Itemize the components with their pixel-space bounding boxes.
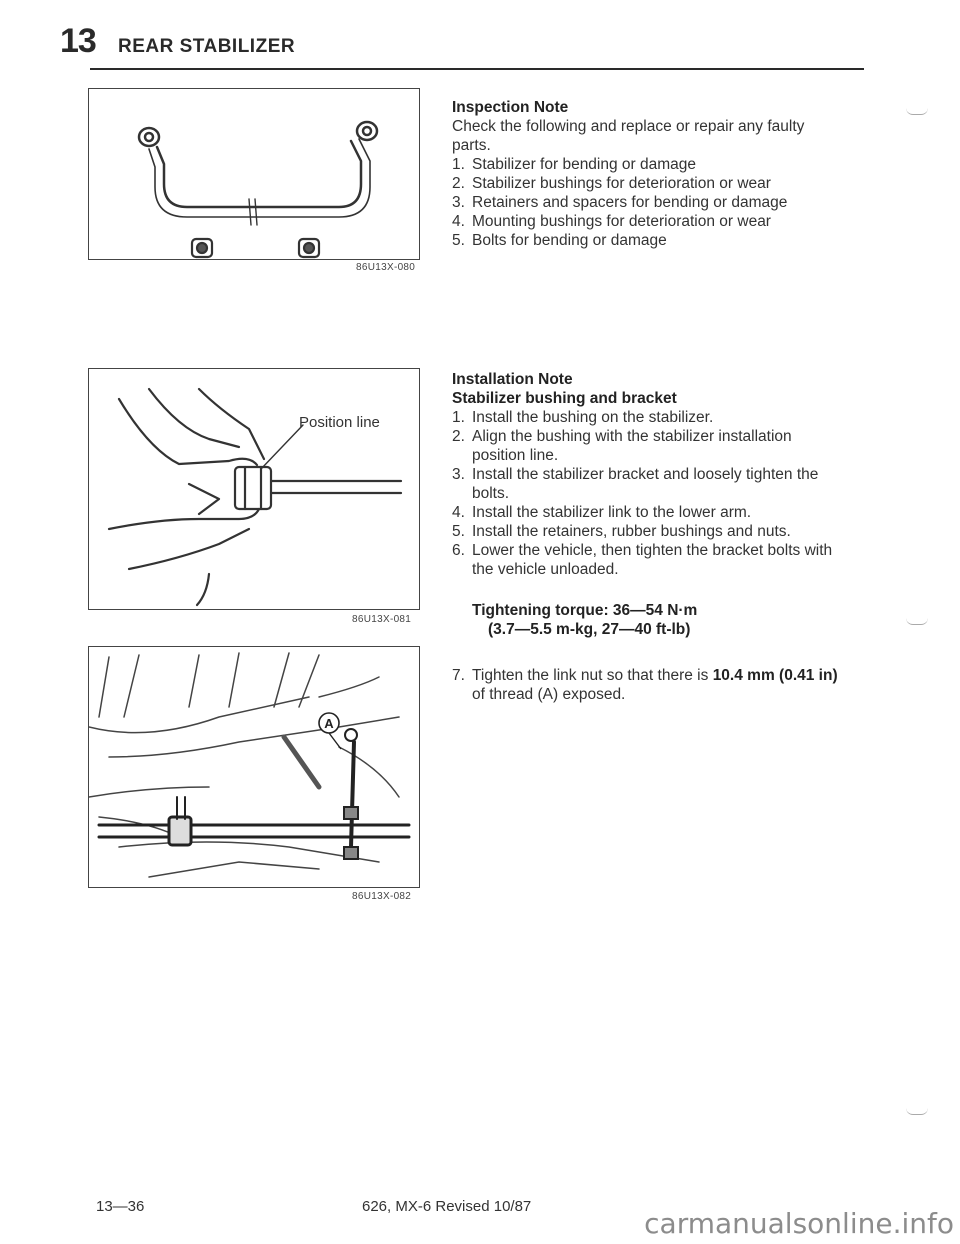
list-item: 7.Tighten the link nut so that there is … [452, 667, 838, 703]
list-item: 4.Install the stabilizer link to the low… [452, 504, 752, 521]
list-item: 2.Stabilizer bushings for deterioration … [452, 175, 771, 192]
inspection-note: Inspection Note Check the following and … [452, 98, 842, 250]
list-item: 3.Retainers and spacers for bending or d… [452, 194, 788, 211]
site-watermark: carmanualsonline.info [644, 1207, 954, 1240]
inspection-intro: Check the following and replace or repai… [452, 118, 805, 154]
installed-link-drawing: A [89, 652, 411, 878]
step-7: 7.Tighten the link nut so that there is … [452, 666, 842, 704]
list-item: 3.Install the stabilizer bracket and loo… [452, 466, 819, 502]
list-item: 1.Stabilizer for bending or damage [452, 156, 697, 173]
margin-mark [906, 108, 928, 115]
bushing-alignment-drawing: Position line [107, 387, 403, 607]
inspection-heading: Inspection Note [452, 99, 569, 116]
page-number: 13—36 [96, 1198, 145, 1215]
torque-line-1: Tightening torque: 36—54 N·m [472, 602, 698, 619]
tightening-torque: Tightening torque: 36—54 N·m (3.7—5.5 m-… [452, 601, 842, 639]
chapter-title: REAR STABILIZER [118, 36, 296, 57]
thread-length-value: 10.4 mm (0.41 in) [712, 667, 838, 684]
margin-mark [906, 618, 928, 625]
installation-heading: Installation Note [452, 371, 573, 388]
figure-code: 86U13X-080 [356, 262, 416, 273]
installation-list: 1.Install the bushing on the stabilizer.… [452, 408, 842, 579]
stabilizer-parts-drawing [137, 120, 379, 259]
list-item: 5.Install the retainers, rubber bushings… [452, 523, 791, 540]
position-line-label: Position line [299, 414, 380, 431]
page-header: 13 REAR STABILIZER [60, 22, 864, 70]
figure-stabilizer-parts [88, 88, 420, 260]
list-item: 1.Install the bushing on the stabilizer. [452, 409, 714, 426]
installation-subheading: Stabilizer bushing and bracket [452, 390, 677, 407]
callout-a-label: A [324, 716, 334, 731]
list-item: 4.Mounting bushings for deterioration or… [452, 213, 771, 230]
torque-line-2: (3.7—5.5 m-kg, 27—40 ft-lb) [488, 621, 691, 638]
list-item: 5.Bolts for bending or damage [452, 232, 667, 249]
chapter-number: 13 [60, 22, 97, 60]
figure-installed-link: A [88, 646, 420, 888]
inspection-list: 1.Stabilizer for bending or damage 2.Sta… [452, 155, 842, 250]
list-item: 2.Align the bushing with the stabilizer … [452, 428, 792, 464]
figure-code: 86U13X-081 [352, 614, 412, 625]
list-item: 6.Lower the vehicle, then tighten the br… [452, 542, 833, 578]
figure-code: 86U13X-082 [352, 891, 412, 902]
header-rule [90, 68, 864, 70]
publication-info: 626, MX-6 Revised 10/87 [362, 1198, 532, 1215]
installation-note: Installation Note Stabilizer bushing and… [452, 370, 842, 639]
figure-bushing-alignment: Position line [88, 368, 420, 610]
margin-mark [906, 1108, 928, 1115]
